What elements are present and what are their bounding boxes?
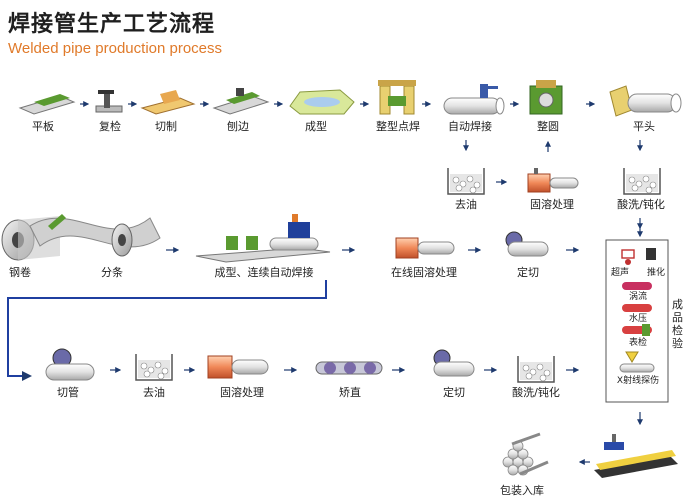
label-steel-coil: 钢卷 bbox=[9, 266, 31, 279]
row-connector-line bbox=[7, 280, 327, 381]
conveyor-icon bbox=[594, 434, 678, 478]
label-eddy-current: 涡流 bbox=[628, 292, 648, 302]
step-shaping-spot-weld-icon bbox=[378, 80, 416, 115]
step-plate-icon bbox=[18, 94, 76, 115]
label-cut-to-length-2: 定切 bbox=[443, 386, 465, 399]
step-cutting-icon bbox=[140, 90, 196, 115]
label-degrease-2: 去油 bbox=[143, 386, 165, 399]
label-chemical: 推化 bbox=[646, 268, 666, 278]
label-rounding: 整圆 bbox=[537, 120, 559, 133]
step-pickling-2-icon bbox=[517, 356, 555, 383]
label-pickling-2: 酸洗/钝化 bbox=[512, 386, 560, 399]
step-recheck-icon bbox=[95, 90, 123, 113]
page-subtitle: Welded pipe production process bbox=[8, 40, 223, 57]
step-degrease-1-icon bbox=[447, 168, 485, 195]
label-plate: 平板 bbox=[32, 120, 54, 133]
step-end-facing-icon bbox=[609, 85, 682, 117]
step-pipe-cutting-icon bbox=[45, 348, 95, 381]
label-end-facing: 平头 bbox=[633, 120, 655, 133]
step-slitting-icon bbox=[29, 214, 161, 257]
label-pickling-1: 酸洗/钝化 bbox=[617, 198, 665, 211]
step-straightening-icon bbox=[315, 361, 383, 375]
label-xray: X射线探伤 bbox=[616, 376, 660, 386]
label-shaping-spot-weld: 整型点焊 bbox=[376, 120, 420, 133]
inspection-box bbox=[605, 239, 669, 403]
label-online-solution: 在线固溶处理 bbox=[391, 266, 457, 279]
label-auto-weld: 自动焊接 bbox=[448, 120, 492, 133]
label-degrease-1: 去油 bbox=[455, 198, 477, 211]
label-cutting: 切制 bbox=[155, 120, 177, 133]
label-edge-planing: 刨边 bbox=[227, 120, 249, 133]
label-recheck: 复检 bbox=[99, 120, 121, 133]
label-slitting: 分条 bbox=[101, 266, 123, 279]
step-rounding-icon bbox=[529, 80, 563, 115]
step-packing-icon bbox=[502, 432, 549, 476]
inspection-title: 成品检验 bbox=[672, 298, 683, 350]
label-ultrasonic: 超声 bbox=[610, 268, 630, 278]
row3-arrows bbox=[110, 226, 643, 465]
label-cut-to-length-1: 定切 bbox=[517, 266, 539, 279]
page-title: 焊接管生产工艺流程 bbox=[8, 12, 216, 37]
step-cut-to-length-1-icon bbox=[505, 231, 549, 257]
label-hydrostatic: 水压 bbox=[628, 314, 648, 324]
label-pipe-cutting: 切管 bbox=[57, 386, 79, 399]
step-forming-icon bbox=[289, 89, 355, 115]
label-solution-1: 固溶处理 bbox=[530, 198, 574, 211]
step-pickling-1-icon bbox=[623, 168, 661, 195]
label-solution-2: 固溶处理 bbox=[220, 386, 264, 399]
label-forming-continuous-weld: 成型、连续自动焊接 bbox=[214, 266, 314, 279]
label-forming: 成型 bbox=[305, 120, 327, 133]
label-packing: 包装入库 bbox=[500, 484, 544, 497]
step-forming-continuous-weld-icon bbox=[195, 214, 331, 263]
step-cut-to-length-2-icon bbox=[433, 349, 475, 377]
step-solution-1-icon bbox=[527, 168, 579, 193]
step-online-solution-icon bbox=[395, 237, 455, 259]
step-edge-planing-icon bbox=[212, 88, 270, 115]
row1-arrows bbox=[80, 101, 643, 152]
step-degrease-2-icon bbox=[135, 354, 173, 381]
label-straightening: 矫直 bbox=[339, 386, 361, 399]
step-auto-weld-icon bbox=[443, 84, 505, 115]
label-surface-inspection: 表检 bbox=[628, 338, 648, 348]
step-solution-2-icon bbox=[207, 355, 269, 379]
